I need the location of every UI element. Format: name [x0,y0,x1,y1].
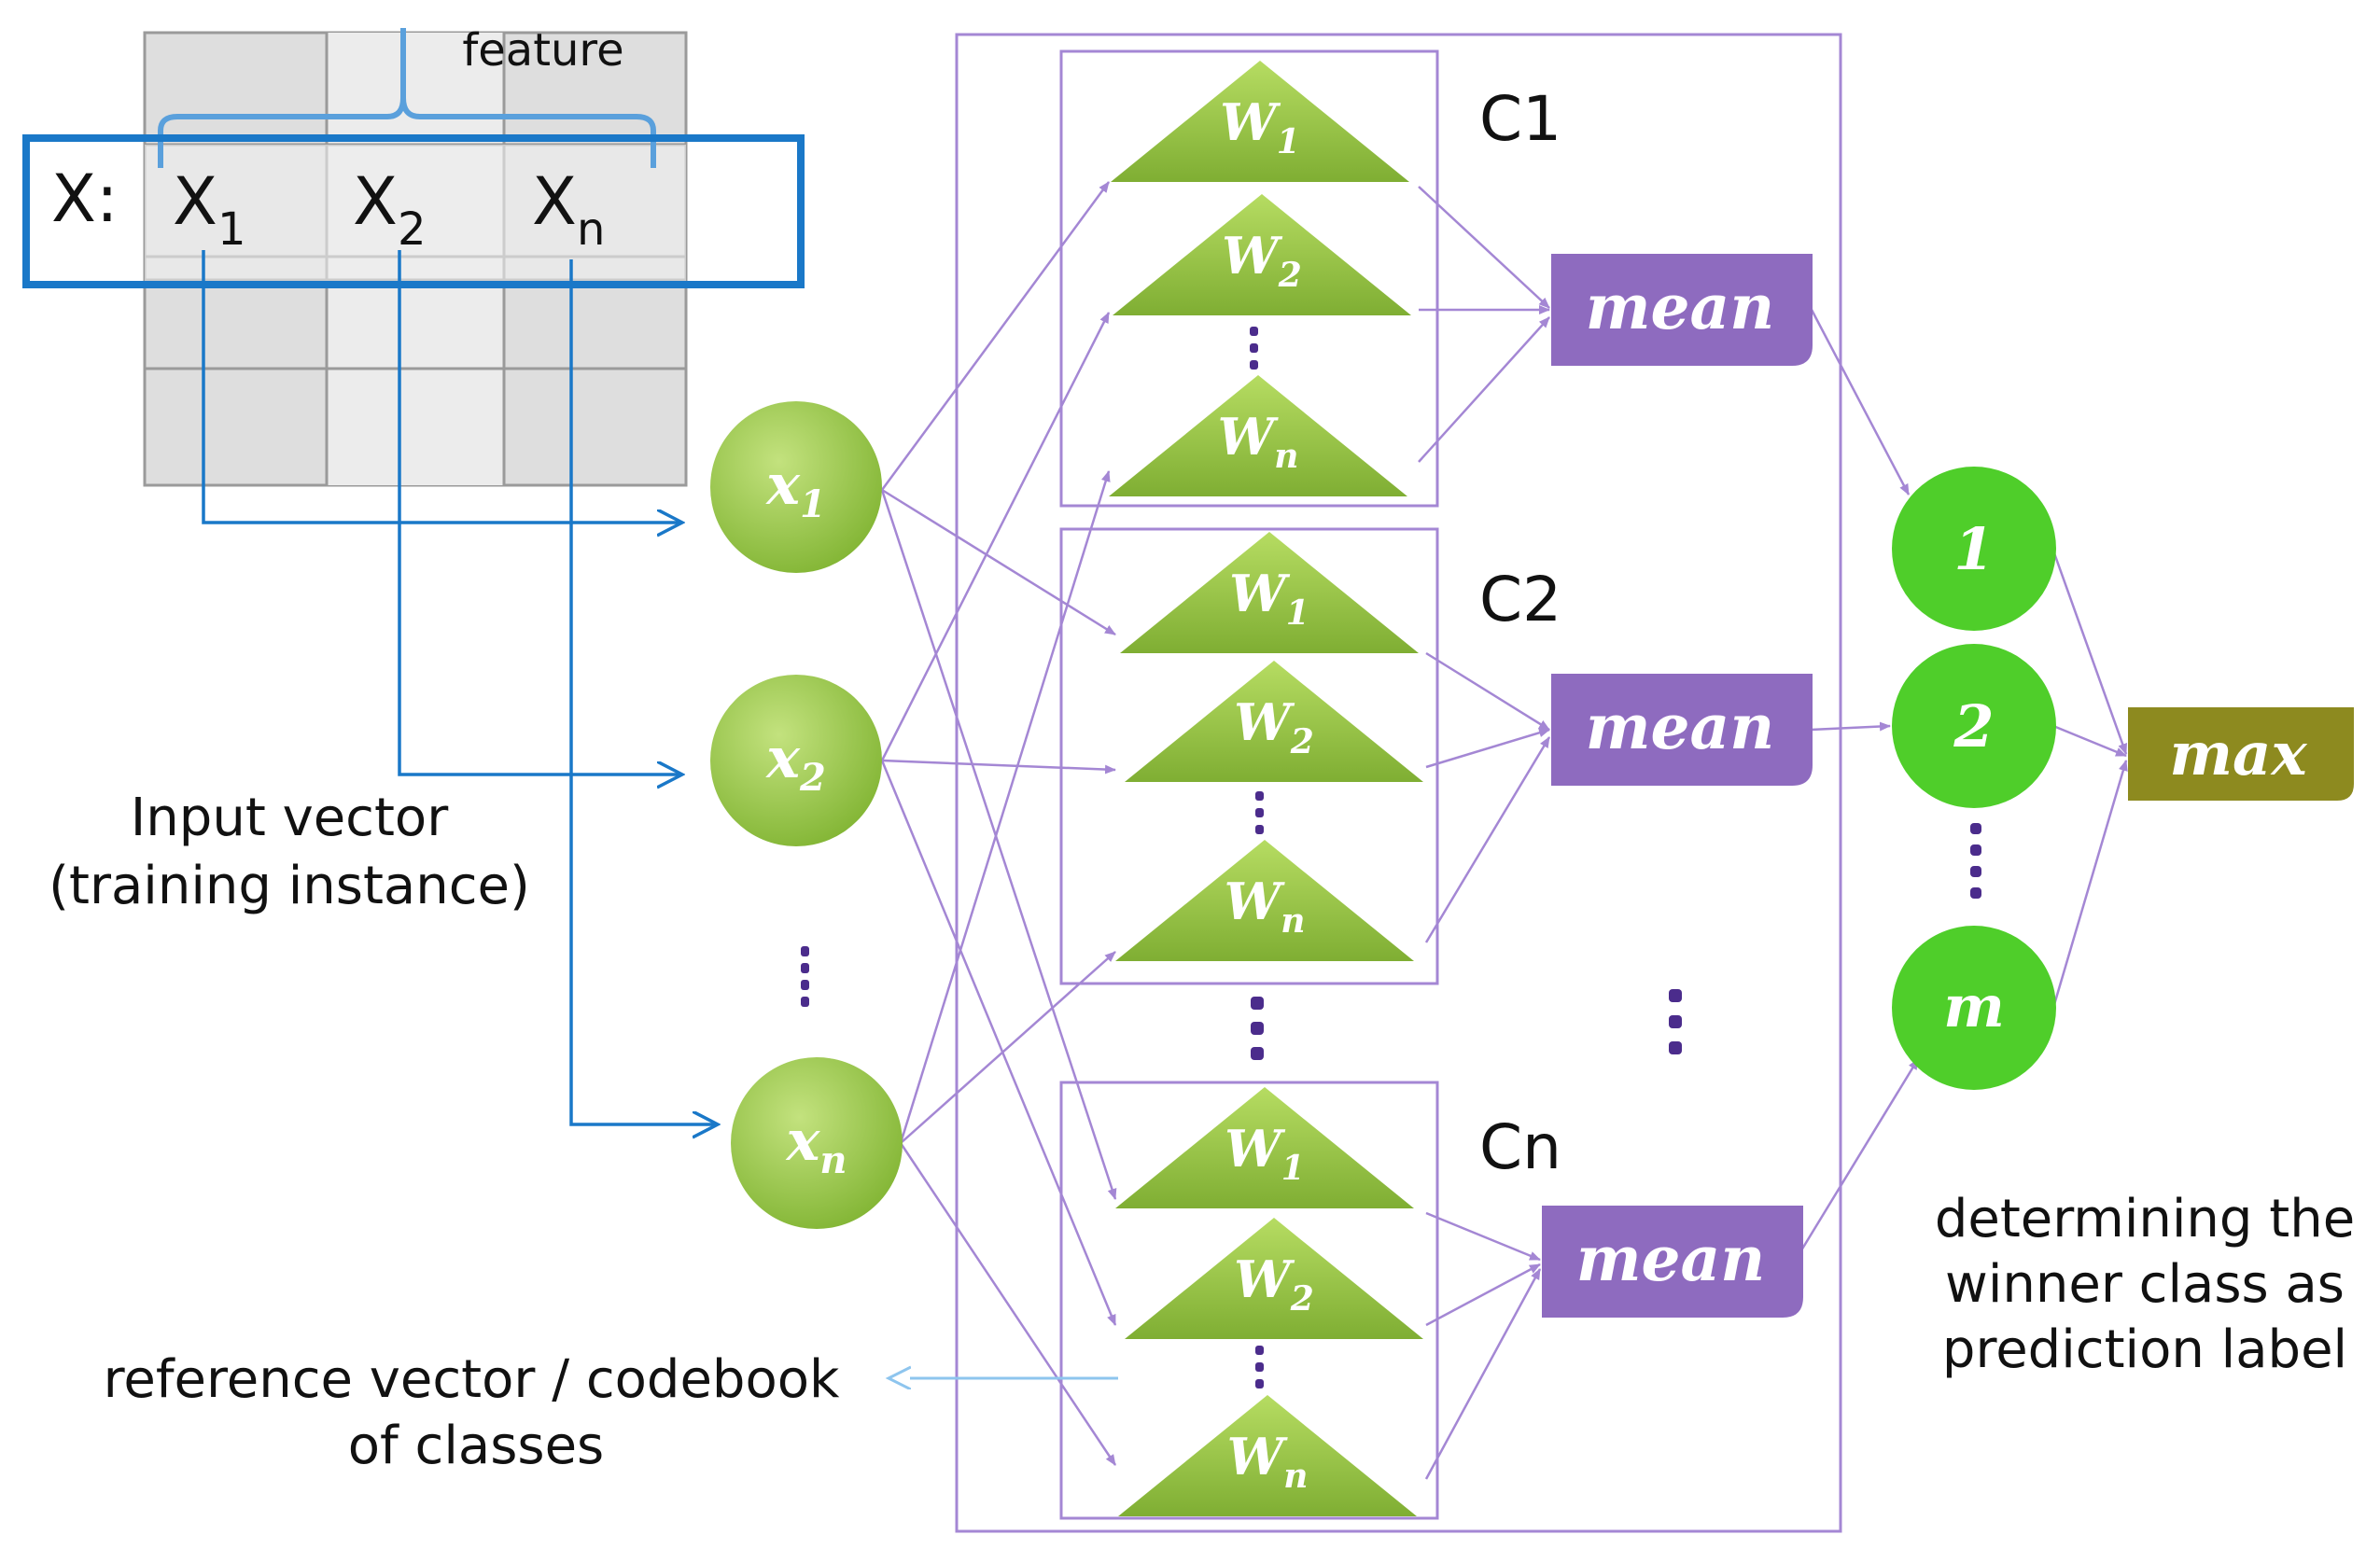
mean-box-cn: mean [1542,1206,1803,1318]
codebook-caption-line2: of classes [348,1416,604,1476]
svg-text:1: 1 [1953,515,1994,583]
c1-ellipsis [1250,327,1258,370]
feature-xn: Xn [532,163,605,256]
c1-weight-w2: W2 [1113,194,1411,315]
feature-label: feature [462,24,623,77]
mean-box-c2: mean [1551,674,1813,786]
input-caption-line2: (training instance) [49,856,530,916]
route-x1-arrow [202,250,681,523]
input-node-x2: x2 [710,675,882,846]
cn-weight-w2: W2 [1125,1218,1423,1339]
svg-text:W2: W2 [1222,226,1302,295]
c2-weight-w1: W1 [1120,532,1419,653]
output-node-1: 1 [1892,467,2056,631]
svg-text:mean: mean [1586,691,1775,763]
class-label-c2: C2 [1479,564,1561,635]
cn-weight-w1: W1 [1115,1087,1414,1208]
svg-text:Wn: Wn [1225,872,1306,941]
input-weight-connections [880,181,1117,1466]
svg-text:Wn: Wn [1227,1427,1309,1496]
svg-text:x1: x1 [764,453,826,526]
svg-text:W1: W1 [1225,1119,1305,1188]
route-xn-arrow [569,259,717,1124]
input-node-x1: x1 [710,401,882,573]
feature-x1: X1 [173,163,246,256]
c2-ellipsis [1255,791,1264,834]
svg-text:mean: mean [1576,1222,1766,1295]
input-ellipsis [801,946,809,1007]
winner-caption-line2: winner class as [1945,1254,2345,1315]
svg-text:mean: mean [1586,271,1775,343]
weight-mean-connections [1418,186,2128,1480]
svg-text:xn: xn [785,1109,847,1182]
output-node-m: m [1892,926,2056,1090]
svg-text:max: max [2169,719,2307,789]
class-label-c1: C1 [1479,83,1561,155]
c2-weight-w2: W2 [1125,661,1423,782]
codebook-frame [955,33,1842,1533]
svg-text:W1: W1 [1229,564,1309,633]
winner-caption-line1: determining the [1935,1189,2355,1249]
class-box-c1 [1059,49,1439,508]
c1-weight-w1: W1 [1111,61,1409,182]
feature-grid [143,31,688,487]
class-box-cn [1059,1081,1439,1520]
output-node-2: 2 [1892,644,2056,808]
input-vector-box [22,134,805,288]
route-x2-arrow [398,250,681,775]
max-box: max [2128,707,2354,801]
winner-caption-line3: prediction label [1942,1319,2347,1380]
cn-weight-wn: Wn [1118,1395,1417,1516]
svg-text:2: 2 [1953,692,1994,761]
c2-weight-wn: Wn [1115,840,1414,961]
class-ellipsis [1251,997,1264,1060]
x-label: X: [51,160,119,237]
input-caption-line1: Input vector [131,788,449,848]
input-node-xn: xn [731,1057,903,1229]
svg-text:Wn: Wn [1218,407,1299,476]
class-label-cn: Cn [1479,1111,1561,1183]
feature-brace [158,28,656,168]
svg-text:x2: x2 [764,726,826,800]
mean-box-c1: mean [1551,254,1813,366]
codebook-caption-line1: reference vector / codebook [104,1349,840,1410]
cn-ellipsis [1255,1346,1264,1389]
feature-x2: X2 [353,163,427,256]
svg-text:W1: W1 [1220,92,1300,161]
svg-text:W2: W2 [1234,1249,1314,1319]
mean-ellipsis [1669,989,1682,1054]
svg-text:m: m [1943,972,2005,1040]
c1-weight-wn: Wn [1109,375,1407,496]
output-ellipsis [1970,823,1981,899]
class-box-c2 [1059,527,1439,985]
svg-text:W2: W2 [1234,692,1314,761]
